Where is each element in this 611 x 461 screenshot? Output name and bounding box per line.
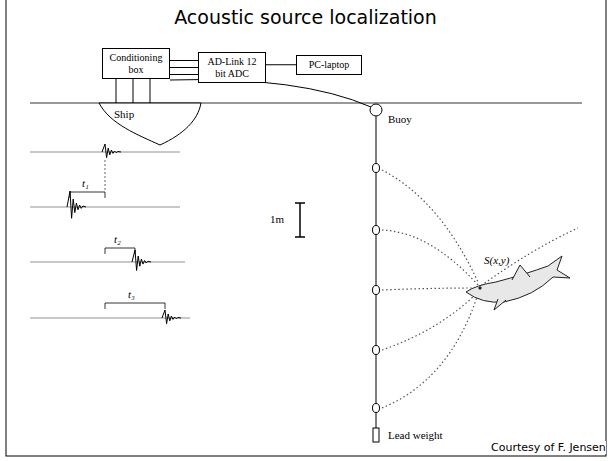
signal-wire xyxy=(116,79,117,103)
annotation-label: Buoy xyxy=(388,113,412,125)
lead-weight-symbol xyxy=(373,428,379,442)
signal-wire xyxy=(266,64,296,65)
pulse xyxy=(102,144,121,158)
pulse xyxy=(162,310,181,324)
process-box: Conditioning box xyxy=(102,48,170,79)
hydrophones xyxy=(373,164,380,413)
hydrophone xyxy=(373,164,380,173)
hydrophone xyxy=(373,226,380,235)
hydrophone xyxy=(373,346,380,355)
trace-baseline xyxy=(30,207,180,208)
annotation-label: S(x,y) xyxy=(484,254,509,266)
buoy-symbol xyxy=(370,104,382,116)
waveforms xyxy=(30,144,190,324)
hydrophone-line xyxy=(376,116,377,428)
delay-bracket xyxy=(105,303,165,309)
annotation-label: Lead weight xyxy=(388,429,443,441)
ship-hull: Ship xyxy=(98,100,202,146)
delay-bracket xyxy=(70,192,105,198)
reference-line xyxy=(105,160,106,192)
annotation-label: 1m xyxy=(270,213,284,225)
trace-baseline xyxy=(30,152,180,153)
scale-bar xyxy=(295,203,305,237)
annotation-label: t₂ xyxy=(114,233,121,245)
signal-wire xyxy=(170,67,198,68)
dolphin xyxy=(466,256,570,310)
box-label: AD-Link 12 bit ADC xyxy=(203,56,261,79)
box-label: Conditioning box xyxy=(107,52,165,75)
ship-label: Ship xyxy=(98,100,202,120)
signal-wire xyxy=(170,74,198,75)
box-label: PC-laptop xyxy=(301,59,357,71)
slide-frame xyxy=(6,0,606,456)
ship-outline xyxy=(98,100,202,146)
signal-wire xyxy=(150,79,151,103)
annotation-label: Courtesy of F. Jensen xyxy=(491,441,606,454)
annotation-label: t₃ xyxy=(128,288,135,300)
annotation-label: t₁ xyxy=(82,177,89,189)
delay-bracket xyxy=(105,248,135,254)
process-box: AD-Link 12 bit ADC xyxy=(198,52,266,83)
signal-wire xyxy=(133,79,134,103)
slide-title: Acoustic source localization xyxy=(0,6,611,28)
hydrophone xyxy=(373,286,380,295)
signal-wire xyxy=(170,60,198,61)
process-box: PC-laptop xyxy=(296,55,362,75)
propagation-paths xyxy=(382,170,578,408)
hydrophone xyxy=(373,404,380,413)
trace-baseline xyxy=(30,262,185,263)
